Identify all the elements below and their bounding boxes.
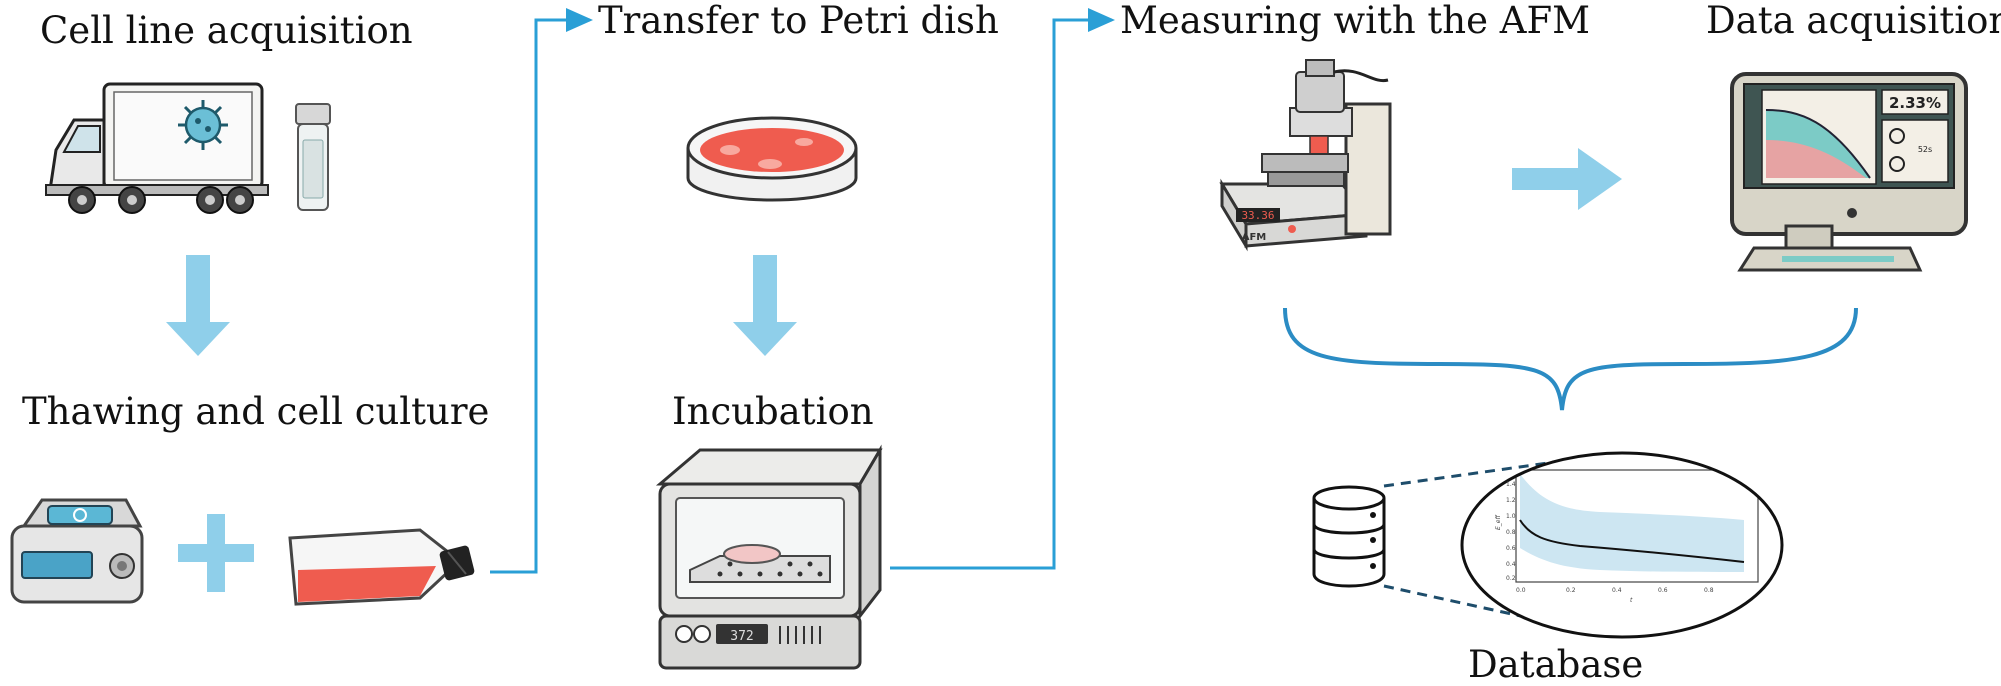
inset-y-tick-5: 0.4: [1506, 561, 1516, 568]
truck-icon: [45, 82, 269, 214]
label-measuring-afm: Measuring with the AFM: [1120, 0, 1591, 42]
inset-y-tick-6: 0.2: [1506, 575, 1516, 582]
label-data-acquisition: Data acquisition: [1706, 0, 2001, 42]
incubator-display-text: 372: [730, 629, 753, 644]
monitor-value-text: 2.33%: [1889, 94, 1941, 112]
flow-arrow-down-1: [166, 255, 230, 356]
inset-x-tick-1: 0.2: [1566, 587, 1576, 594]
afm-label-text: AFM: [1242, 232, 1267, 243]
inset-y-tick-3: 0.8: [1506, 529, 1516, 536]
inset-x-tick-3: 0.6: [1658, 587, 1668, 594]
inset-y-tick-4: 0.6: [1506, 545, 1516, 552]
culture-flask-icon: [288, 528, 475, 606]
inset-y-tick-1: 1.2: [1506, 497, 1516, 504]
incubator-icon: [655, 444, 883, 670]
petri-dish-icon: [686, 116, 858, 202]
plus-icon: [178, 514, 254, 592]
monitor-icon: [1730, 72, 1968, 272]
inset-y-tick-2: 1.0: [1506, 513, 1516, 520]
flow-arrow-down-2: [733, 255, 797, 356]
connector-incubation-to-afm: [890, 8, 1115, 570]
inset-x-label: t: [1630, 597, 1633, 604]
label-cell-line-acquisition: Cell line acquisition: [40, 9, 413, 52]
label-thawing-cell-culture: Thawing and cell culture: [22, 390, 490, 433]
inset-band: [1520, 474, 1744, 572]
label-incubation: Incubation: [672, 390, 874, 433]
database-icon: [1312, 485, 1386, 588]
afm-display-text: 33.36: [1241, 209, 1274, 222]
water-bath-icon: [10, 498, 144, 604]
label-transfer-petri: Transfer to Petri dish: [598, 0, 999, 42]
inset-x-tick-0: 0.0: [1516, 587, 1526, 594]
inset-x-tick-2: 0.4: [1612, 587, 1622, 594]
merge-bracket: [1283, 307, 1858, 411]
monitor-side-text: 52s: [1918, 145, 1932, 154]
vial-icon: [295, 103, 331, 211]
inset-mean-curve: [1519, 519, 1745, 563]
afm-instrument-icon: [1219, 59, 1392, 252]
inset-plot: [1460, 451, 1784, 639]
inset-x-tick-4: 0.8: [1704, 587, 1714, 594]
flow-arrow-right: [1512, 148, 1622, 210]
inset-y-label: E_eff: [1495, 515, 1502, 530]
inset-y-tick-0: 1.4: [1506, 481, 1516, 488]
label-database: Database: [1468, 643, 1644, 686]
connector-culture-to-petri: [490, 8, 593, 574]
